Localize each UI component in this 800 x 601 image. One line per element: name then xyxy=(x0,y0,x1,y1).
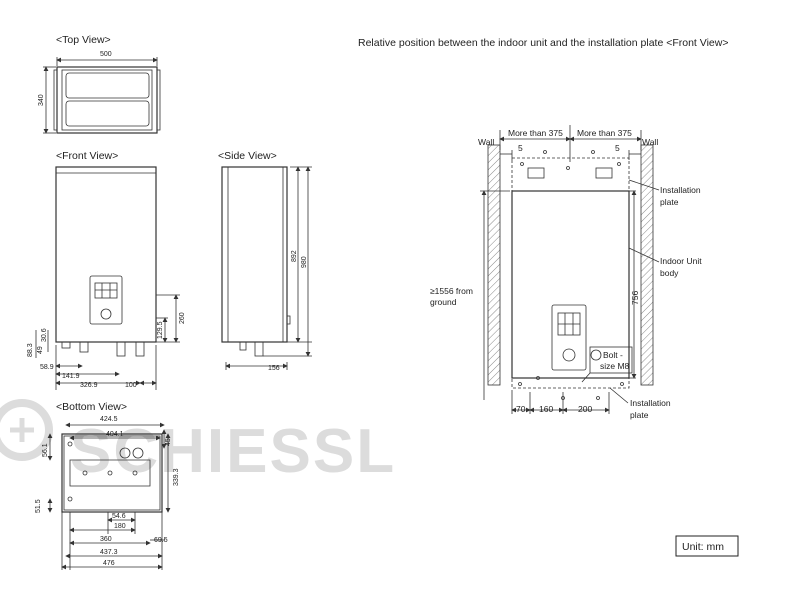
unit-body-label-2: body xyxy=(660,268,679,278)
right-wall xyxy=(640,144,654,386)
dim-980: 980 xyxy=(301,256,308,268)
dim-88-3: 88.3 xyxy=(27,343,34,357)
more-than-left: More than 375 xyxy=(508,128,563,138)
left-wall xyxy=(487,144,501,386)
relative-control-panel xyxy=(551,304,587,371)
dim-326-9: 326.9 xyxy=(80,382,98,389)
dim-70: 70 xyxy=(516,404,526,414)
bottom-view-title: <Bottom View> xyxy=(56,401,127,413)
dim-340: 340 xyxy=(38,94,45,106)
dim-129-5: 129.5 xyxy=(157,321,164,339)
dim-45: 45 xyxy=(165,438,172,446)
dim-30-6: 30.6 xyxy=(41,328,48,342)
gap-right: 5 xyxy=(615,143,620,153)
dim-141-9: 141.9 xyxy=(62,373,80,380)
bolt-label-2: size M8 xyxy=(600,361,630,371)
dim-404-1: 404.1 xyxy=(106,431,124,438)
wall-right-label: Wall xyxy=(642,137,658,147)
dim-260: 260 xyxy=(179,312,186,324)
dim-100: 100 xyxy=(125,382,137,389)
unit-body-label-1: Indoor Unit xyxy=(660,256,702,266)
bottom-view: <Bottom View> 424.5 404.1 45 56.1 339.3 … xyxy=(35,401,180,570)
dim-476: 476 xyxy=(103,560,115,567)
side-view-title: <Side View> xyxy=(218,150,277,162)
dim-56-1: 56.1 xyxy=(42,443,49,457)
more-than-right: More than 375 xyxy=(577,128,632,138)
dim-500: 500 xyxy=(100,51,112,58)
dim-69-5: 69.5 xyxy=(154,537,168,544)
dim-49: 49 xyxy=(37,346,44,354)
side-view: <Side View> 892 980 156 xyxy=(218,150,312,372)
dim-437-3: 437.3 xyxy=(100,549,118,556)
indoor-unit-body xyxy=(511,190,630,379)
dim-360: 360 xyxy=(100,536,112,543)
unit-label: Unit: mm xyxy=(682,541,724,553)
dim-200: 200 xyxy=(578,404,592,414)
wall-left-label: Wall xyxy=(478,137,494,147)
unit-box: Unit: mm xyxy=(675,535,739,557)
install-plate-bottom-label-1: Installation xyxy=(630,398,671,408)
side-view-body xyxy=(221,166,288,343)
relative-position-title: Relative position between the indoor uni… xyxy=(358,37,728,49)
dim-424-5: 424.5 xyxy=(100,416,118,423)
gap-left: 5 xyxy=(518,143,523,153)
front-control-panel xyxy=(89,275,123,325)
watermark-text: SCHIESSL xyxy=(70,417,396,486)
installation-plate-bottom xyxy=(511,377,630,389)
top-view-outline xyxy=(56,66,158,134)
front-view-title: <Front View> xyxy=(56,150,118,162)
dim-180: 180 xyxy=(114,523,126,530)
dim-160: 160 xyxy=(539,404,553,414)
watermark: SCHIESSL xyxy=(0,399,396,486)
dim-339-3: 339.3 xyxy=(173,468,180,486)
from-ground-2: ground xyxy=(430,297,457,307)
dim-156: 156 xyxy=(268,365,280,372)
top-view-title: <Top View> xyxy=(56,34,111,46)
front-view-body xyxy=(55,166,157,343)
relative-position-view: Relative position between the indoor uni… xyxy=(358,37,728,420)
bolt-label-1: Bolt - xyxy=(603,350,623,360)
dim-51-5: 51.5 xyxy=(35,499,42,513)
front-view: <Front View> 260 129.5 30.6 49 88.3 58.9… xyxy=(27,150,186,390)
bottom-view-outline xyxy=(61,433,163,513)
installation-plate-top xyxy=(511,157,630,192)
dim-756: 756 xyxy=(630,291,640,305)
install-plate-bottom-label-2: plate xyxy=(630,410,649,420)
dim-892: 892 xyxy=(291,250,298,262)
dim-58-9: 58.9 xyxy=(40,364,54,371)
install-plate-top-label-1: Installation xyxy=(660,185,701,195)
from-ground-1: ≥1556 from xyxy=(430,286,473,296)
install-plate-top-label-2: plate xyxy=(660,197,679,207)
dim-54-6: 54.6 xyxy=(112,513,126,520)
top-view: <Top View> 500 340 xyxy=(38,34,161,134)
